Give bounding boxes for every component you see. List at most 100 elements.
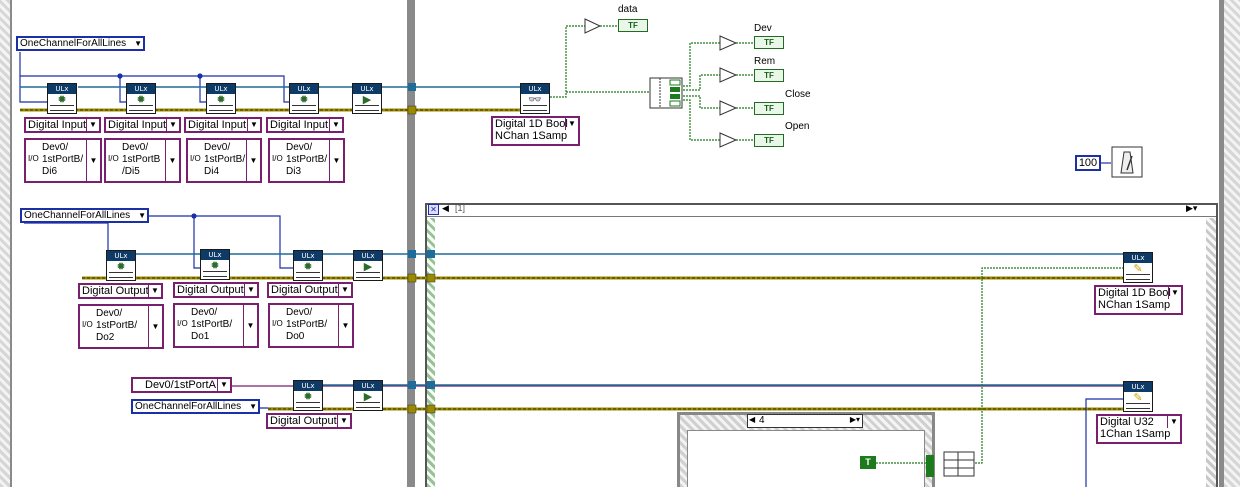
dropdown-arrow-icon[interactable]: ▼ (337, 415, 350, 427)
sequence-frame-icon[interactable]: ✕ (428, 204, 439, 215)
write-vi-u32[interactable]: ULx✎ (1123, 381, 1153, 412)
dropdown-arrow-icon[interactable]: ▼ (1167, 416, 1180, 428)
play-icon: ▶ (362, 94, 372, 106)
type-ring-di5[interactable]: Digital Input▼ (104, 117, 181, 133)
type-ring-di4[interactable]: Digital Input▼ (184, 117, 262, 133)
enum-constant-port[interactable]: OneChannelForAllLines▼ (131, 399, 260, 414)
dropdown-arrow-icon[interactable]: ▼ (148, 285, 161, 297)
ring-text: Digital Input (28, 119, 87, 131)
index-array-node (649, 77, 683, 109)
rem-indicator[interactable]: TF (754, 69, 784, 82)
dropdown-arrow-icon[interactable]: ▼ (217, 379, 230, 391)
dev-indicator[interactable]: TF (754, 36, 784, 49)
open-indicator[interactable]: TF (754, 134, 784, 147)
dropdown-arrow-icon[interactable]: ▼ (165, 140, 179, 181)
read-mode-ring[interactable]: Digital 1D Bool NChan 1Samp▼ (491, 116, 580, 146)
dropdown-arrow-icon[interactable]: ▼ (329, 140, 343, 181)
dropdown-arrow-icon[interactable]: ▼ (338, 305, 352, 346)
start-task-vi-read[interactable]: ULx▶ (352, 83, 382, 114)
vi-base (109, 272, 133, 278)
type-ring-porta[interactable]: Digital Output▼ (266, 413, 352, 429)
dropdown-arrow-icon[interactable]: ▼ (243, 305, 257, 346)
io-icon: I/O (272, 319, 283, 328)
bool-wires-top (550, 25, 754, 141)
vi-base (209, 105, 233, 111)
dropdown-arrow-icon[interactable]: ▼ (246, 140, 260, 181)
ring-text: Digital U32 1Chan 1Samp (1100, 416, 1171, 440)
sequence-selector-bar (427, 205, 1216, 217)
dropdown-arrow-icon[interactable]: ▼ (138, 211, 146, 220)
dropdown-arrow-icon[interactable]: ▼ (249, 402, 257, 411)
read-vi[interactable]: ULx👓 (520, 83, 550, 114)
build-array-node (943, 451, 975, 477)
sequence-right-stripe (1206, 218, 1216, 487)
dropdown-arrow-icon[interactable]: ▼ (148, 306, 162, 347)
dropdown-arrow-icon[interactable]: ▼ (565, 118, 578, 130)
type-ring-di6[interactable]: Digital Input▼ (24, 117, 101, 133)
create-task-vi-porta[interactable]: ULx✹ (293, 380, 323, 411)
create-task-vi-do2[interactable]: ULx✹ (106, 250, 136, 281)
vi-base (356, 272, 380, 278)
dropdown-arrow-icon[interactable]: ▼ (86, 140, 100, 181)
channel-text: Dev0/ 1stPortB/ Di4 (204, 142, 246, 177)
play-icon: ▶ (363, 391, 373, 403)
create-task-vi-di5[interactable]: ULx✹ (126, 83, 156, 114)
io-icon: I/O (272, 154, 283, 163)
ring-text: Digital Input (108, 119, 167, 131)
create-task-vi-do0[interactable]: ULx✹ (293, 250, 323, 281)
dropdown-arrow-icon[interactable]: ▼ (244, 284, 257, 296)
dev-indicator-label: Dev (754, 23, 772, 34)
vi-base (355, 105, 379, 111)
dropdown-arrow-icon[interactable]: ▼ (166, 119, 179, 131)
start-task-vi-write[interactable]: ULx▶ (353, 250, 383, 281)
vi-label: ULx (294, 251, 322, 261)
wait-ms-constant[interactable]: 100 (1075, 155, 1101, 171)
write-vi-bool[interactable]: ULx✎ (1123, 252, 1153, 283)
sequence-next-arrow[interactable]: ▶▾ (1186, 203, 1198, 213)
enum-constant-write[interactable]: OneChannelForAllLines▼ (20, 208, 149, 223)
write-mode-ring-bool[interactable]: Digital 1D Bool NChan 1Samp▼ (1094, 285, 1183, 315)
dropdown-arrow-icon[interactable]: ▼ (329, 119, 342, 131)
create-task-vi-do1[interactable]: ULx✹ (200, 249, 230, 280)
create-task-vi-di3[interactable]: ULx✹ (289, 83, 319, 114)
ring-text: Dev0/1stPortA (145, 379, 216, 391)
dropdown-arrow-icon[interactable]: ▼ (338, 284, 351, 296)
not-gates (584, 18, 738, 148)
close-indicator[interactable]: TF (754, 102, 784, 115)
write-mode-ring-u32[interactable]: Digital U32 1Chan 1Samp▼ (1096, 414, 1182, 444)
vi-base (296, 402, 320, 408)
type-ring-di3[interactable]: Digital Input▼ (266, 117, 344, 133)
dropdown-arrow-icon[interactable]: ▼ (86, 119, 99, 131)
create-task-vi-di6[interactable]: ULx✹ (47, 83, 77, 114)
dropdown-arrow-icon[interactable]: ▼ (1168, 287, 1181, 299)
data-indicator[interactable]: TF (618, 19, 648, 32)
case-prev-arrow[interactable]: ◀ (749, 415, 756, 424)
type-ring-do0[interactable]: Digital Output▼ (267, 282, 353, 298)
vi-base (129, 105, 153, 111)
gear-icon: ✹ (303, 261, 313, 273)
create-task-vi-di4[interactable]: ULx✹ (206, 83, 236, 114)
type-ring-do1[interactable]: Digital Output▼ (173, 282, 259, 298)
sequence-prev-arrow[interactable]: ◀ (442, 203, 449, 213)
case-next-arrow[interactable]: ▶▾ (849, 415, 860, 424)
wait-timer-icon[interactable] (1111, 146, 1143, 178)
true-constant[interactable]: T (860, 456, 876, 469)
case-selector[interactable]: ◀ 4 ▶▾ (747, 414, 863, 428)
vi-label: ULx (201, 250, 229, 260)
port-a-channel-constant[interactable]: Dev0/1stPortA▼ (131, 377, 232, 393)
channel-text: Dev0/ 1stPortB/ Di3 (286, 142, 328, 177)
type-ring-do2[interactable]: Digital Output▼ (78, 283, 163, 299)
enum-constant-read[interactable]: OneChannelForAllLines▼ (16, 36, 145, 51)
start-task-vi-porta[interactable]: ULx▶ (353, 380, 383, 411)
dropdown-arrow-icon[interactable]: ▼ (247, 119, 260, 131)
dropdown-arrow-icon[interactable]: ▼ (134, 39, 142, 48)
vi-label: ULx (1124, 253, 1152, 263)
bool-wires-bottom (876, 267, 1124, 464)
